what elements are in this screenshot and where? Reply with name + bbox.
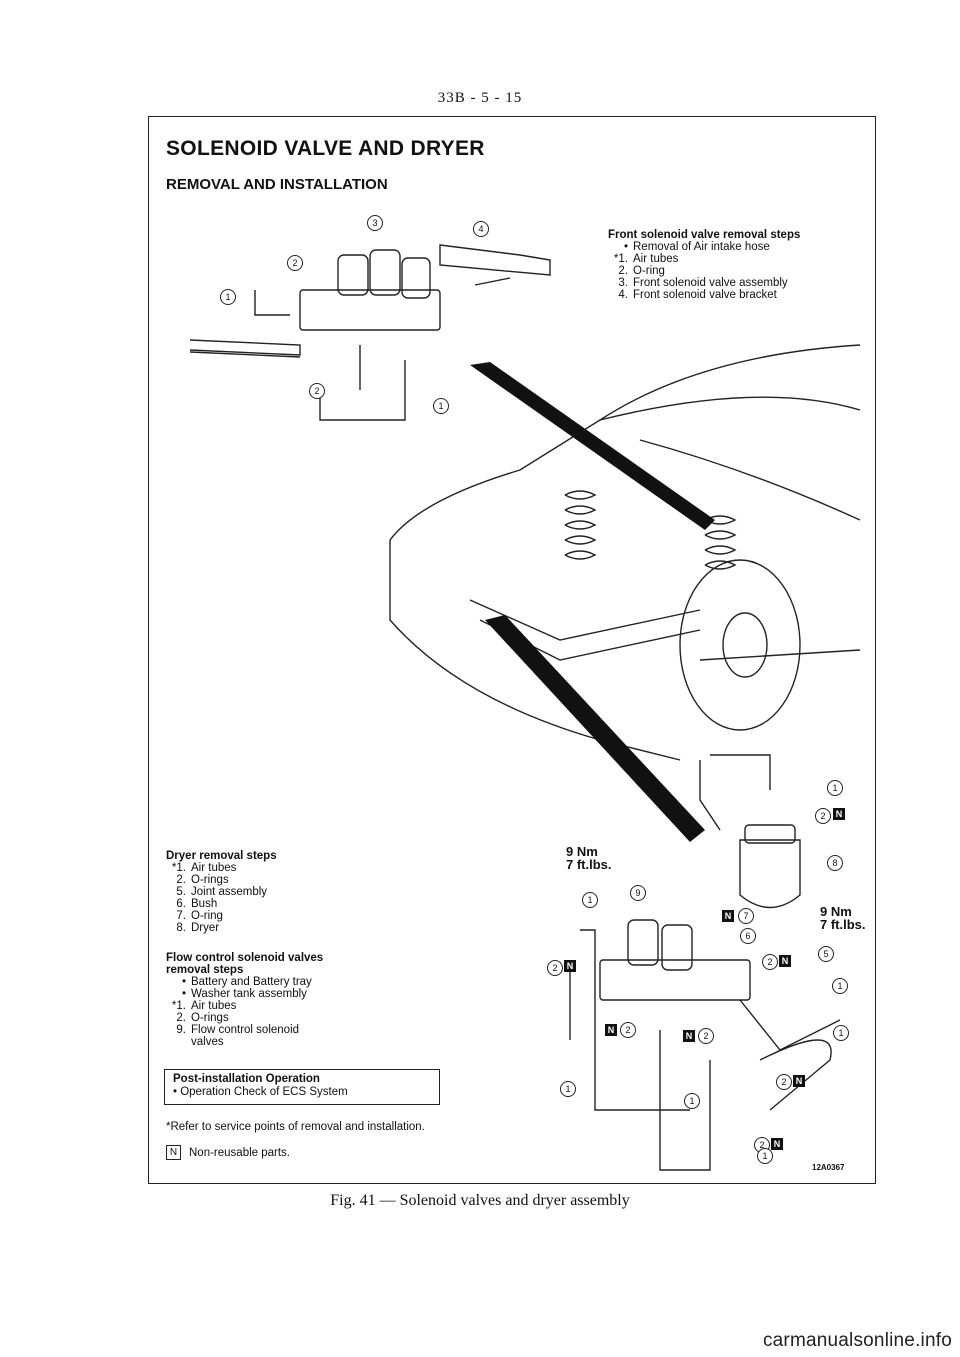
callout-1: 1 xyxy=(220,289,236,305)
non-reusable-badge: N xyxy=(683,1030,695,1042)
list-item: •Removal of Air intake hose xyxy=(623,241,770,253)
list-item: 8.Dryer xyxy=(176,922,220,934)
callout-8: 8 xyxy=(827,855,843,871)
list-item: 2.O-rings xyxy=(176,1012,229,1024)
callout-2: 2 xyxy=(287,255,303,271)
front-solenoid-steps: Front solenoid valve removal steps •Remo… xyxy=(608,229,870,301)
callout-1: 1 xyxy=(582,892,598,908)
figure-caption: Fig. 41 — Solenoid valves and dryer asse… xyxy=(330,1192,630,1209)
figure-frame xyxy=(148,116,876,1184)
non-reusable-badge: N xyxy=(605,1024,617,1036)
list-item: 7.O-ring xyxy=(176,910,223,922)
callout-2: 2 xyxy=(309,383,325,399)
non-reusable-icon: N xyxy=(166,1145,181,1160)
callout-3: 3 xyxy=(367,215,383,231)
legend-text: Non-reusable parts. xyxy=(189,1146,290,1159)
non-reusable-badge: N xyxy=(779,955,791,967)
callout-1: 1 xyxy=(832,978,848,994)
callout-2: 2 xyxy=(815,808,831,824)
list-item: •Battery and Battery tray xyxy=(181,976,312,988)
callout-2: 2 xyxy=(547,960,563,976)
non-reusable-badge: N xyxy=(793,1075,805,1087)
callout-2: 2 xyxy=(698,1028,714,1044)
art-code: 12A0367 xyxy=(812,1163,845,1172)
flow-control-steps: Flow control solenoid valves removal ste… xyxy=(166,952,366,1048)
list-item: 4.Front solenoid valve bracket xyxy=(618,289,777,301)
callout-1: 1 xyxy=(757,1148,773,1164)
list-item: valves xyxy=(191,1036,224,1048)
non-reusable-badge: N xyxy=(722,910,734,922)
torque-label: 9 Nm 7 ft.lbs. xyxy=(820,904,866,932)
list-item: *1.Air tubes xyxy=(171,1000,237,1012)
refer-note: *Refer to service points of removal and … xyxy=(166,1121,425,1133)
legend: N Non-reusable parts. xyxy=(166,1145,290,1160)
list-item: *1.Air tubes xyxy=(613,253,679,265)
list-item: 2.O-ring xyxy=(618,265,665,277)
list-item: 5.Joint assembly xyxy=(176,886,268,898)
page-number: 33B - 5 - 15 xyxy=(437,90,523,106)
callout-1: 1 xyxy=(827,780,843,796)
post-installation-heading: Post-installation Operation xyxy=(173,1073,320,1085)
callout-1: 1 xyxy=(833,1025,849,1041)
callout-2: 2 xyxy=(762,954,778,970)
list-item: 9.Flow control solenoid xyxy=(176,1024,300,1036)
callout-9: 9 xyxy=(630,885,646,901)
callout-5: 5 xyxy=(818,946,834,962)
list-item: 2.O-rings xyxy=(176,874,229,886)
callout-4: 4 xyxy=(473,221,489,237)
non-reusable-badge: N xyxy=(833,808,845,820)
callout-2: 2 xyxy=(776,1074,792,1090)
non-reusable-badge: N xyxy=(771,1138,783,1150)
dryer-steps: Dryer removal steps *1.Air tubes 2.O-rin… xyxy=(166,850,366,934)
post-installation-item: • Operation Check of ECS System xyxy=(173,1086,348,1098)
list-item: •Washer tank assembly xyxy=(181,988,307,1000)
callout-6: 6 xyxy=(740,928,756,944)
non-reusable-badge: N xyxy=(564,960,576,972)
list-item: 6.Bush xyxy=(176,898,218,910)
dryer-steps-heading: Dryer removal steps xyxy=(166,850,277,862)
section-title: SOLENOID VALVE AND DRYER xyxy=(166,137,485,160)
callout-1: 1 xyxy=(684,1093,700,1109)
list-item: *1.Air tubes xyxy=(171,862,237,874)
callout-7: 7 xyxy=(738,908,754,924)
list-item: 3.Front solenoid valve assembly xyxy=(618,277,788,289)
callout-1: 1 xyxy=(433,398,449,414)
watermark: carmanualsonline.info xyxy=(762,1330,952,1351)
section-subtitle: REMOVAL AND INSTALLATION xyxy=(166,176,388,193)
torque-label: 9 Nm 7 ft.lbs. xyxy=(566,844,612,872)
flow-steps-heading: removal steps xyxy=(166,964,244,976)
post-installation-box: Post-installation Operation • Operation … xyxy=(164,1069,440,1105)
flow-steps-heading: Flow control solenoid valves xyxy=(166,952,324,964)
callout-2: 2 xyxy=(620,1022,636,1038)
front-steps-heading: Front solenoid valve removal steps xyxy=(608,229,801,241)
callout-1: 1 xyxy=(560,1081,576,1097)
